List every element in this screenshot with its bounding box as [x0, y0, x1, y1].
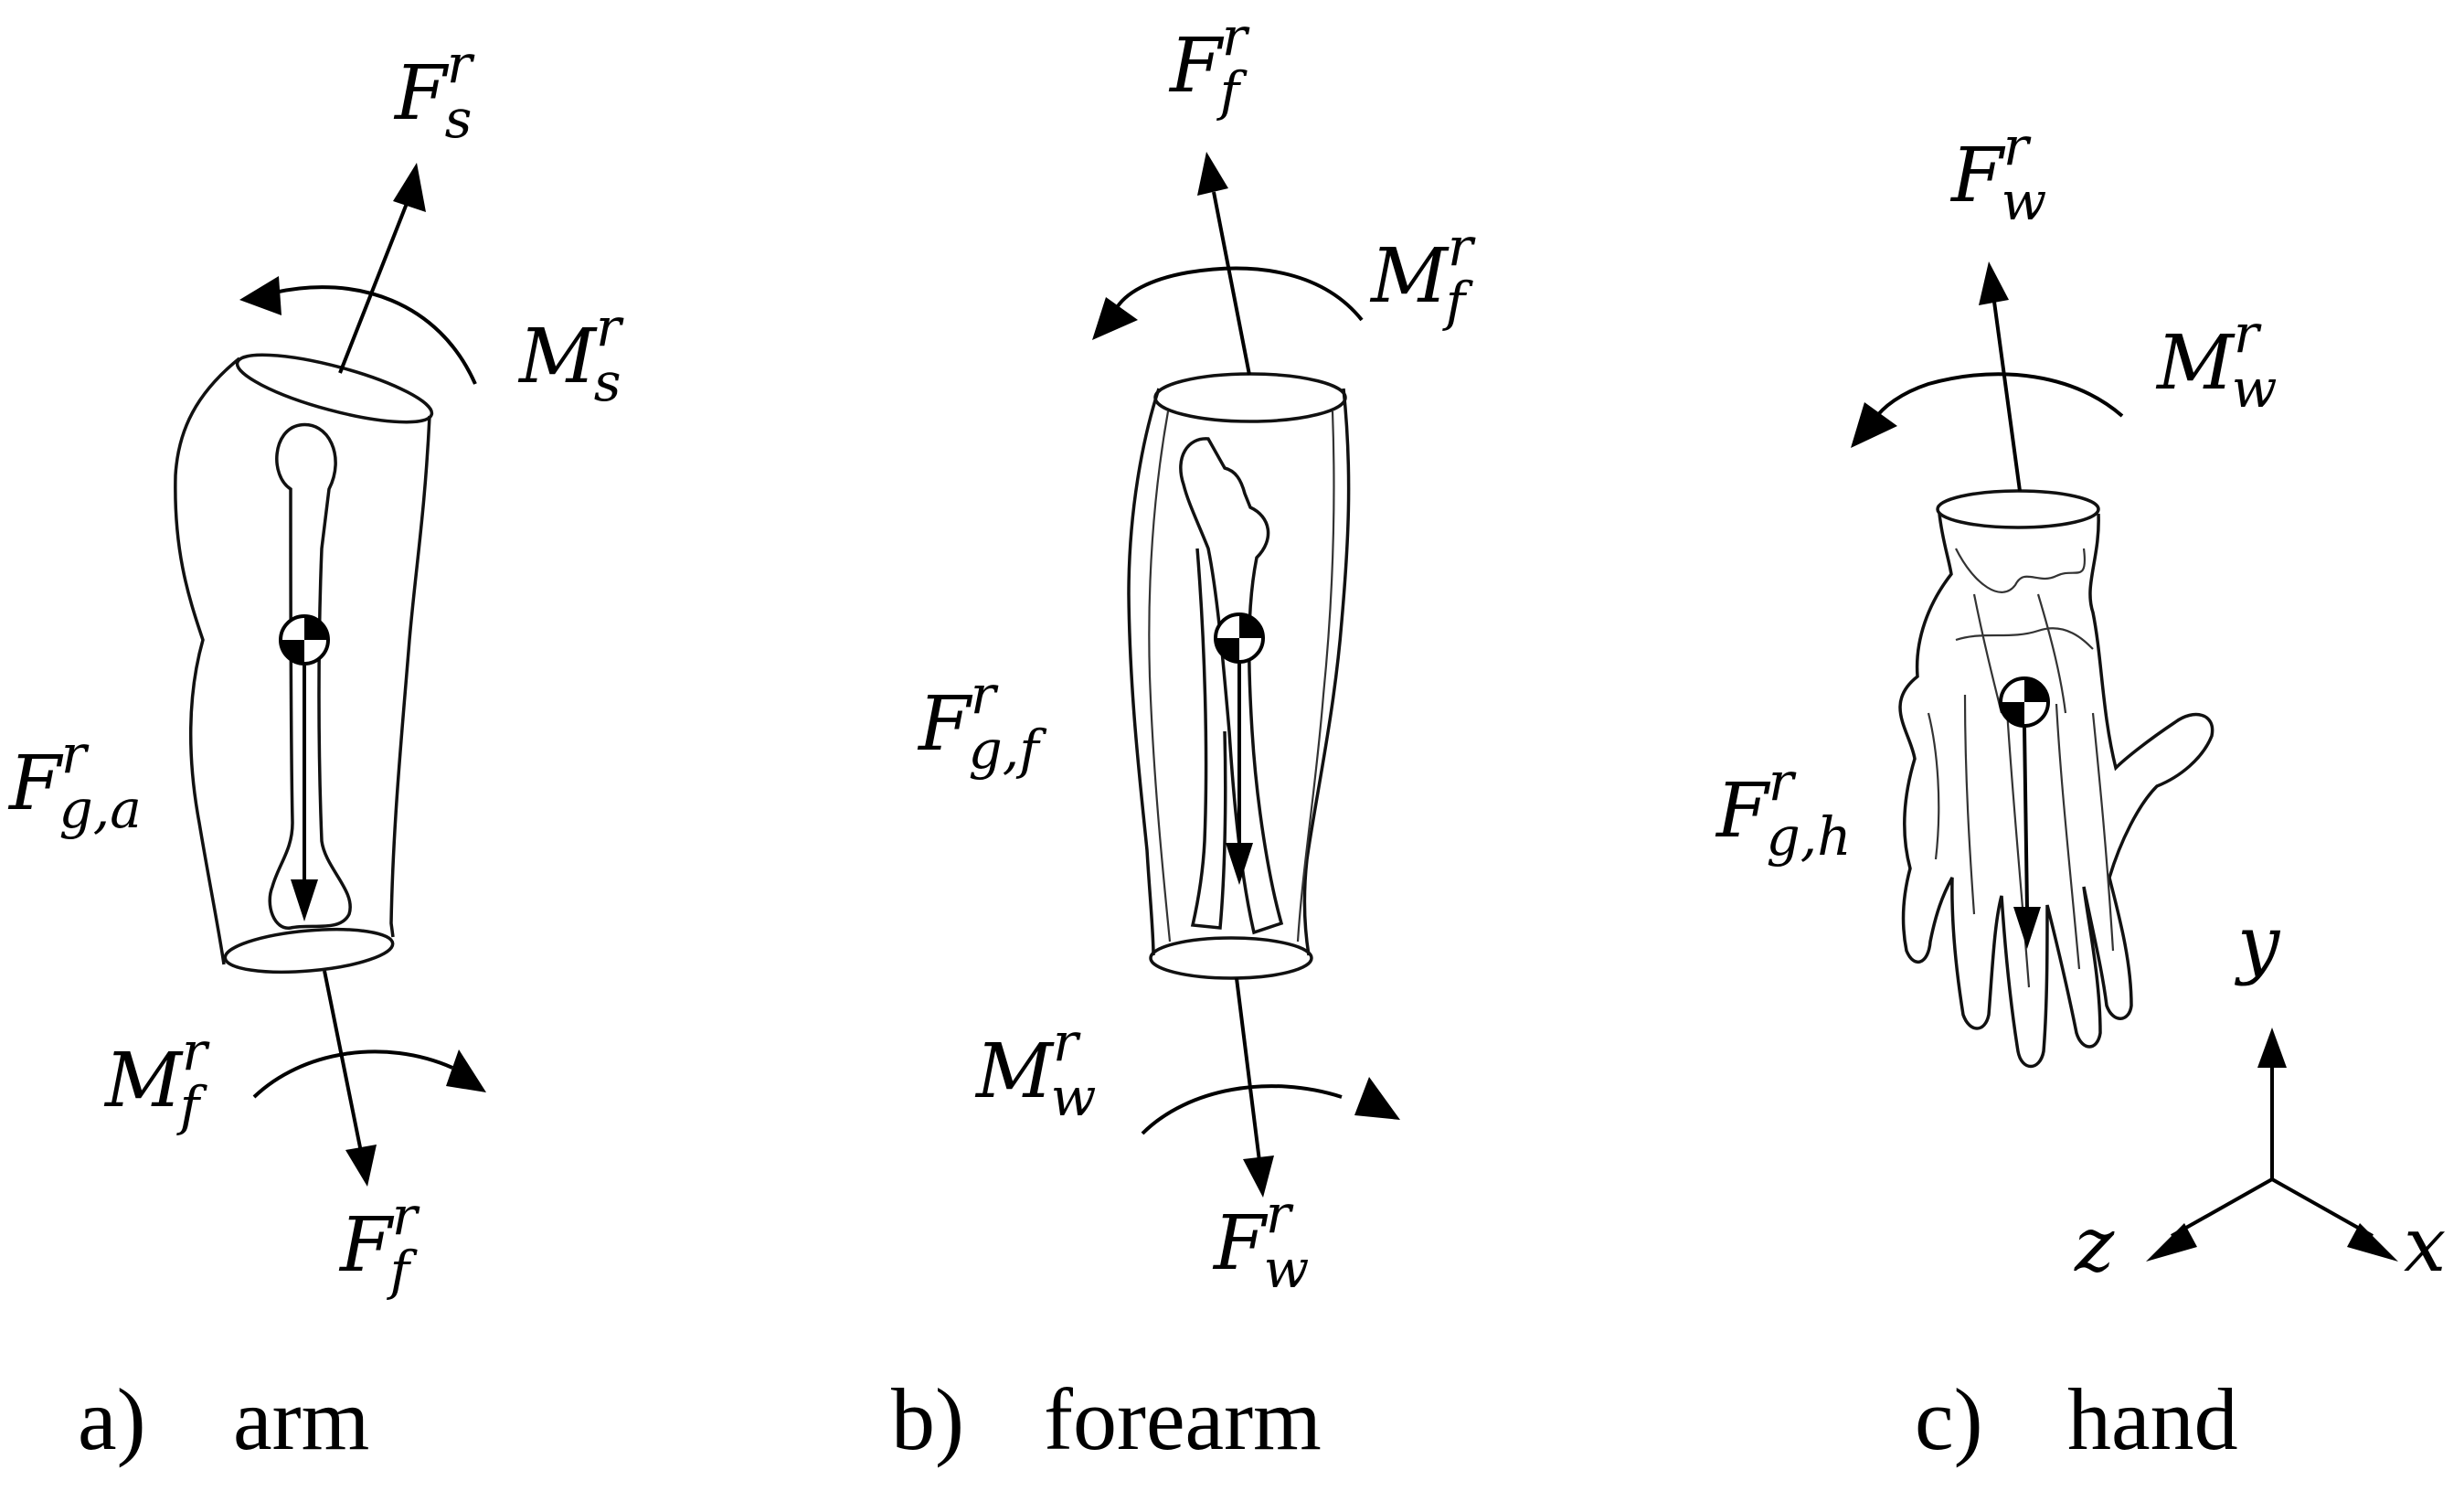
arm-top-moment-arc — [273, 285, 477, 385]
hand-inner-detail — [1927, 548, 2115, 988]
coordinate-axes — [2146, 1028, 2398, 1262]
panel-forearm — [1092, 152, 1400, 1198]
hand-top-moment-arc — [1872, 372, 2124, 422]
caption-b-letter: b) — [891, 1370, 964, 1468]
forearm-bottom-force-vector — [1235, 977, 1261, 1162]
forearm-top-section — [1153, 372, 1347, 423]
arm-bottom-moment-arc — [252, 1049, 453, 1099]
hand-top-force-vector — [1992, 301, 2022, 492]
panel-arm — [174, 163, 486, 1187]
arm-bottom-section — [223, 927, 395, 974]
axis-label-x: x — [2404, 1202, 2446, 1289]
center-of-mass-icon — [279, 614, 330, 666]
hand-wrist-section — [1936, 489, 2100, 529]
caption-c-letter: c) — [1915, 1370, 1983, 1468]
forearm-top-moment-arc — [1113, 266, 1364, 322]
forearm-bottom-section — [1149, 936, 1313, 980]
center-of-mass-icon — [1214, 612, 1265, 664]
arm-outline — [174, 357, 431, 965]
panel-hand — [1851, 261, 2398, 1262]
hand-outline — [1898, 513, 2214, 1069]
caption-c-word: hand — [2067, 1370, 2238, 1468]
arm-top-force-vector — [338, 196, 411, 374]
forearm-bones — [1179, 437, 1284, 935]
humerus-bone — [268, 422, 352, 930]
arm-top-section — [235, 353, 434, 424]
axis-label-y: y — [2234, 900, 2281, 987]
forearm-inner-outline — [1148, 410, 1335, 943]
forearm-bottom-moment-arc — [1141, 1084, 1343, 1135]
caption-a-word: arm — [233, 1370, 369, 1468]
forearm-top-force-vector — [1212, 191, 1251, 376]
hand-gravity-vector — [2023, 727, 2029, 911]
center-of-mass-icon — [1999, 676, 2050, 728]
caption-b-word: forearm — [1044, 1370, 1322, 1468]
caption-a-letter: a) — [78, 1370, 146, 1468]
arm-bottom-force-vector — [323, 970, 363, 1153]
forearm-outline — [1127, 388, 1351, 956]
axis-label-z: z — [2074, 1202, 2115, 1289]
